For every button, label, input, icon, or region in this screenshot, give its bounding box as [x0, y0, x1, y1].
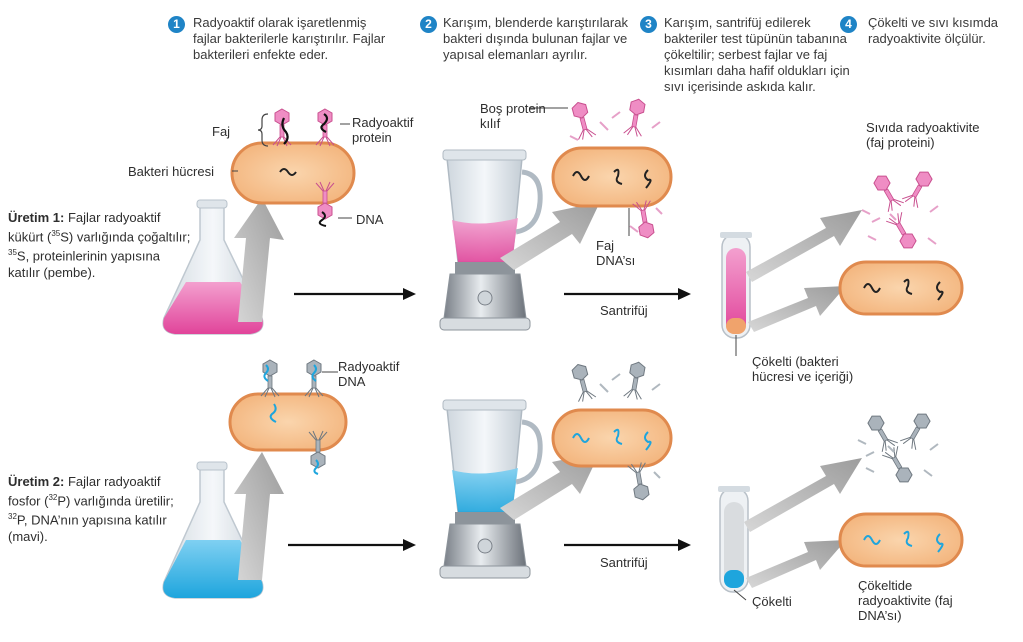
step-1-text: Radyoaktif olarak işaretlenmiş fajlar ba…	[193, 15, 386, 62]
label-radyoaktif-protein: Radyoaktif protein	[352, 115, 414, 145]
arrow-icon	[234, 198, 284, 322]
bacteriophage-icon	[881, 444, 917, 487]
step-2-text: Karışım, blenderde karıştırılarak bakter…	[443, 15, 628, 62]
arrow-icon	[746, 540, 846, 588]
bacteriophage-icon	[622, 360, 649, 401]
arrow-icon	[500, 452, 600, 520]
arrow-icon	[234, 452, 284, 580]
label-faj: Faj	[212, 124, 231, 139]
label-cokeltide-radyoaktivite: Çökeltide radyoaktivite (faj DNA’sı)	[858, 578, 953, 623]
bacteriophage-icon	[622, 97, 649, 138]
production-1-title: Üretim 1:	[8, 210, 65, 225]
label-santrifuj-1: Santrifüj	[600, 303, 648, 318]
step-1-badge: 1	[168, 16, 185, 33]
production-2-title: Üretim 2:	[8, 474, 65, 489]
step-3-badge: 3	[640, 16, 657, 33]
step-4-text: Çökelti ve sıvı kısımda radyoaktivite öl…	[868, 15, 999, 46]
bacterium-icon	[838, 512, 964, 568]
arrow-icon	[564, 288, 691, 300]
step-4-badge: 4	[840, 16, 857, 33]
arrow-icon	[744, 458, 862, 532]
test-tube-icon	[718, 486, 750, 593]
label-faj-dnasi: Faj DNA’sı	[596, 238, 636, 268]
blender-icon	[439, 149, 543, 331]
step-3-text: Karışım, santrifüj edilerek bakteriler t…	[664, 15, 850, 94]
label-cokelti: Çökelti	[752, 594, 792, 609]
bacterium-icon	[230, 141, 356, 205]
arrow-icon	[294, 288, 416, 300]
bacterium-icon	[551, 146, 673, 208]
arrow-icon	[564, 539, 691, 551]
test-tube-icon	[720, 232, 752, 339]
label-bakteri-hucresi: Bakteri hücresi	[128, 164, 214, 179]
bacteriophage-icon	[260, 359, 280, 398]
bacterium-icon	[551, 408, 673, 468]
bacteriophage-icon	[568, 99, 597, 142]
bacteriophage-icon	[568, 361, 597, 404]
bacteriophage-icon	[869, 171, 905, 214]
label-cokelti-bakteri: Çökelti (bakteri hücresi ve içeriği)	[752, 354, 854, 384]
flask-icon	[162, 461, 264, 599]
arrow-icon	[500, 202, 600, 270]
bacteriophage-icon	[885, 210, 921, 253]
arrow-icon	[288, 539, 416, 551]
blender-icon	[439, 399, 543, 579]
label-santrifuj-2: Santrifüj	[600, 555, 648, 570]
bacteriophage-icon	[626, 461, 653, 502]
production-1-text: Üretim 1: Fajlar radyoaktif kükürt (35S)…	[8, 210, 191, 280]
bacterium-icon	[838, 260, 964, 316]
bacterium-icon	[228, 392, 348, 452]
arrow-icon	[746, 210, 862, 282]
arrow-icon	[748, 286, 846, 332]
production-2-text: Üretim 2: Fajlar radyoaktif fosfor (32P)…	[8, 474, 174, 544]
label-sivida-radyoaktivite: Sıvıda radyoaktivite (faj proteini)	[866, 120, 980, 150]
bacteriophage-icon	[899, 409, 935, 452]
bacteriophage-icon	[863, 411, 899, 454]
label-bos-protein-kilif: Boş protein kılıf	[480, 101, 546, 131]
bacteriophage-icon	[901, 167, 937, 210]
label-dna: DNA	[356, 212, 384, 227]
step-2-badge: 2	[420, 16, 437, 33]
label-radyoaktif-dna: Radyoaktif DNA	[338, 359, 400, 389]
